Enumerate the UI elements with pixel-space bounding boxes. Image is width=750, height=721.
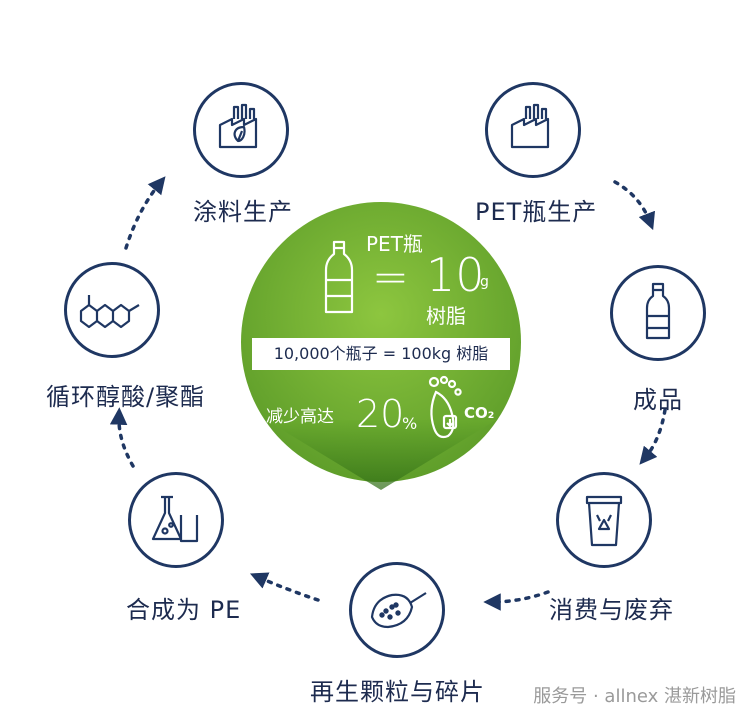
product-label: 成品 [633,386,683,414]
pet-bottle-icon [324,240,354,314]
regen-pellets-circle [349,562,445,658]
consume-discard-circle [556,472,652,568]
circular-polyol-label: 循环醇酸/聚酯 [46,383,206,411]
factory-icon [510,103,550,149]
regen-pellets-label: 再生颗粒与碎片 [310,678,485,706]
consume-discard-label: 消费与废弃 [549,596,674,624]
watermark: 服务号 · allnex 湛新树脂 [533,686,736,707]
equals-sign: = [372,252,409,303]
lab-flask-icon [151,495,199,543]
arrow-product-to-consume [639,408,667,465]
co2-label: CO₂ [464,404,495,422]
synthesize-pe-label: 合成为 PE [126,596,242,624]
arrow-pe-to-polyol [109,407,135,468]
reduce-label: 减少高达 [266,407,334,427]
factory-leaf-icon [218,103,258,149]
reduce-percent: 20 [356,392,405,436]
molecule-icon [79,295,140,329]
arrow-regen-to-pe [249,572,320,602]
resin-unit: g [480,274,489,290]
scoop-pellets-icon [370,592,427,629]
footprint-icon [428,375,462,439]
resin-amount: 10 [426,248,485,302]
recycle-bin-icon [585,495,623,547]
coating-production-label: 涂料生产 [193,198,293,226]
circular-polyol-circle [64,262,160,358]
resin-label: 树脂 [426,304,466,328]
coating-production-circle [193,82,289,178]
product-circle [610,265,706,361]
bottle-icon [645,282,671,340]
pet-production-label: PET瓶生产 [475,198,598,226]
bottles-to-resin-band: 10,000个瓶子 = 100kg 树脂 [252,338,510,370]
pet-production-circle [485,82,581,178]
arrow-pet-to-product [613,180,656,231]
arrow-consume-to-regen [483,590,550,611]
pet-bottle-title: PET瓶 [366,232,423,256]
arrow-polyol-to-coating [124,176,166,250]
synthesize-pe-circle [128,472,224,568]
reduce-percent-sign: % [402,414,418,433]
